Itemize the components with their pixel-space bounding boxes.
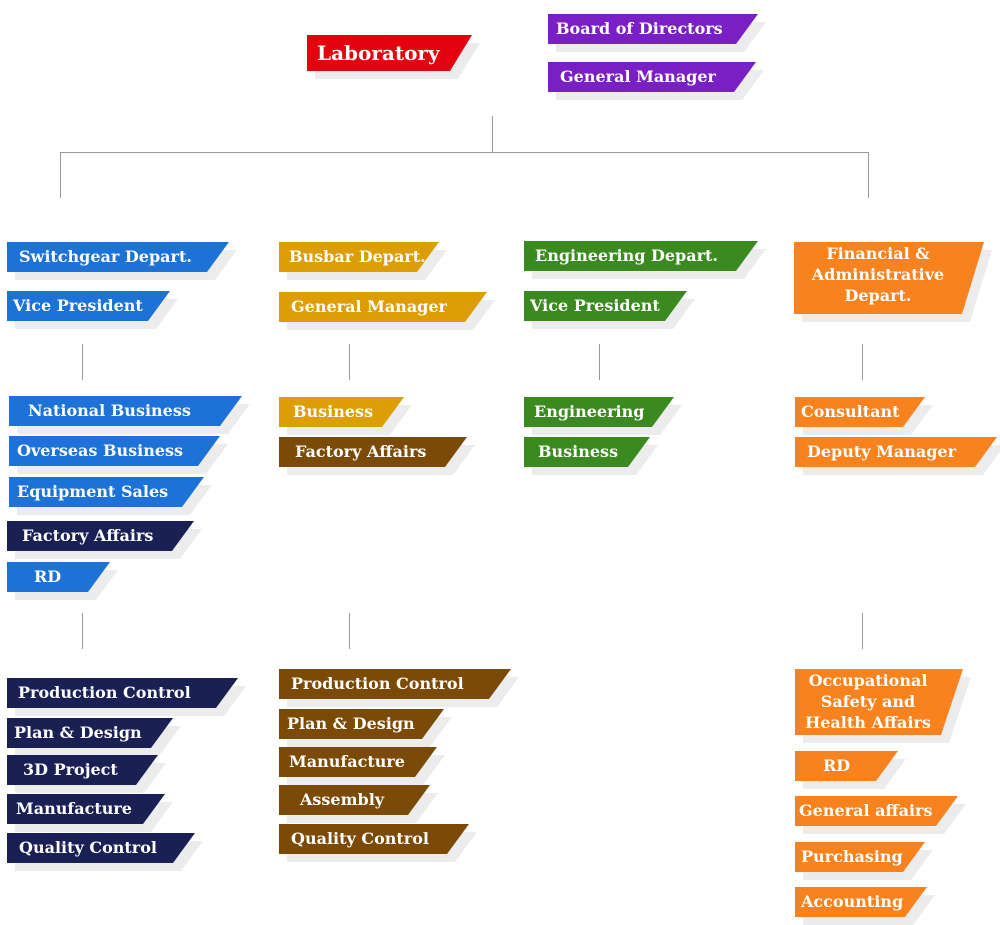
switchgear-vice-president-box: Vice President — [7, 291, 170, 321]
busbar-plan-design-label: Plan & Design — [287, 714, 415, 733]
occupational-safety-line-1: Occupational — [808, 671, 928, 690]
connector-right — [868, 152, 869, 198]
switchgear-plan-design-box: Plan & Design — [7, 718, 173, 748]
financial-department-label: Financial & Administrative Depart. — [794, 242, 984, 306]
engineering-business-box: Business — [524, 437, 650, 467]
connector-busbar-1 — [349, 344, 350, 380]
busbar-department-label: Busbar Depart. — [289, 247, 426, 266]
switchgear-3d-project-box: 3D Project — [7, 755, 158, 785]
financial-rd-box: RD — [795, 751, 898, 781]
general-affairs-label: General affairs — [799, 801, 933, 820]
engineering-engineering-box: Engineering — [524, 397, 674, 427]
switchgear-quality-control-label: Quality Control — [19, 838, 157, 857]
general-affairs-box: General affairs — [795, 796, 958, 826]
switchgear-factory-affairs-label: Factory Affairs — [22, 526, 154, 545]
busbar-assembly-label: Assembly — [300, 790, 385, 809]
occupational-safety-line-3: Health Affairs — [805, 713, 931, 732]
switchgear-rd-label: RD — [34, 567, 62, 586]
occupational-safety-label: Occupational Safety and Health Affairs — [795, 669, 963, 733]
occupational-safety-box: Occupational Safety and Health Affairs — [795, 669, 963, 735]
general-manager-box: General Manager — [548, 62, 756, 92]
connector-financial-2 — [862, 613, 863, 649]
laboratory-label: Laboratory — [317, 41, 440, 65]
busbar-manufacture-box: Manufacture — [279, 747, 437, 777]
busbar-quality-control-box: Quality Control — [279, 824, 469, 854]
switchgear-plan-design-label: Plan & Design — [14, 723, 142, 742]
connector-financial-1 — [862, 344, 863, 380]
switchgear-manufacture-box: Manufacture — [7, 794, 165, 824]
consultant-box: Consultant — [795, 397, 925, 427]
engineering-vice-president-label: Vice President — [530, 296, 660, 315]
switchgear-factory-affairs-box: Factory Affairs — [7, 521, 194, 551]
engineering-business-label: Business — [538, 442, 619, 461]
busbar-general-manager-box: General Manager — [279, 292, 487, 322]
switchgear-rd-box: RD — [7, 562, 110, 592]
accounting-label: Accounting — [801, 892, 904, 911]
financial-rd-label: RD — [823, 756, 851, 775]
occupational-safety-line-2: Safety and — [820, 692, 916, 711]
board-of-directors-box: Board of Directors — [548, 14, 758, 44]
switchgear-manufacture-label: Manufacture — [16, 799, 132, 818]
busbar-general-manager-label: General Manager — [291, 297, 447, 316]
engineering-department-label: Engineering Depart. — [535, 246, 718, 265]
busbar-business-label: Business — [293, 402, 374, 421]
financial-department-line-1: Financial & — [826, 244, 930, 263]
busbar-department-box: Busbar Depart. — [279, 242, 439, 272]
connector-switchgear-1 — [82, 344, 83, 380]
busbar-production-control-box: Production Control — [279, 669, 511, 699]
deputy-manager-box: Deputy Manager — [795, 437, 997, 467]
financial-department-line-2: Administrative — [811, 265, 945, 284]
switchgear-department-box: Switchgear Depart. — [7, 242, 229, 272]
purchasing-label: Purchasing — [801, 847, 903, 866]
busbar-business-box: Business — [279, 397, 404, 427]
switchgear-vice-president-label: Vice President — [13, 296, 143, 315]
accounting-box: Accounting — [795, 887, 927, 917]
equipment-sales-label: Equipment Sales — [17, 482, 169, 501]
connector-top — [492, 116, 493, 152]
busbar-quality-control-label: Quality Control — [291, 829, 429, 848]
switchgear-3d-project-label: 3D Project — [23, 760, 118, 779]
switchgear-quality-control-box: Quality Control — [7, 833, 195, 863]
purchasing-box: Purchasing — [795, 842, 925, 872]
switchgear-department-label: Switchgear Depart. — [19, 247, 192, 266]
switchgear-production-control-label: Production Control — [18, 683, 191, 702]
busbar-manufacture-label: Manufacture — [289, 752, 405, 771]
connector-switchgear-2 — [82, 613, 83, 649]
board-of-directors-label: Board of Directors — [556, 19, 723, 38]
overseas-business-box: Overseas Business — [9, 436, 220, 466]
general-manager-label: General Manager — [560, 67, 716, 86]
busbar-factory-affairs-label: Factory Affairs — [295, 442, 427, 461]
connector-engineering-1 — [599, 344, 600, 380]
financial-department-line-3: Depart. — [844, 286, 912, 305]
busbar-production-control-label: Production Control — [291, 674, 464, 693]
equipment-sales-box: Equipment Sales — [9, 477, 204, 507]
deputy-manager-label: Deputy Manager — [807, 442, 957, 461]
connector-horizontal — [60, 152, 869, 153]
engineering-department-box: Engineering Depart. — [524, 241, 758, 271]
national-business-box: National Business — [9, 396, 242, 426]
laboratory-box: Laboratory — [307, 35, 472, 71]
busbar-factory-affairs-box: Factory Affairs — [279, 437, 467, 467]
financial-department-box: Financial & Administrative Depart. — [794, 242, 984, 314]
switchgear-production-control-box: Production Control — [7, 678, 238, 708]
overseas-business-label: Overseas Business — [17, 441, 184, 460]
engineering-engineering-label: Engineering — [534, 402, 645, 421]
busbar-assembly-box: Assembly — [279, 785, 430, 815]
engineering-vice-president-box: Vice President — [524, 291, 687, 321]
consultant-label: Consultant — [801, 402, 900, 421]
connector-left — [60, 152, 61, 198]
national-business-label: National Business — [28, 401, 191, 420]
busbar-plan-design-box: Plan & Design — [279, 709, 444, 739]
connector-busbar-2 — [349, 613, 350, 649]
